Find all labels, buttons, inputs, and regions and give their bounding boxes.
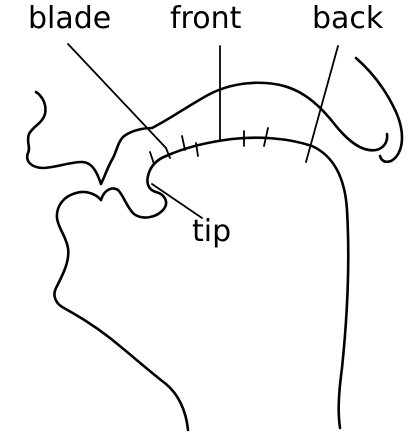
tongue-tick (182, 136, 185, 150)
lower-lip-jaw-outline (54, 192, 188, 430)
tongue-tick (150, 152, 154, 164)
back-pointer-line (306, 46, 338, 162)
blade-label: blade (28, 4, 111, 34)
soft-palate-outline (356, 58, 402, 162)
front-label: front (170, 4, 241, 34)
tip-label: tip (192, 217, 231, 247)
blade-pointer-line (68, 44, 166, 148)
upper-lip-palate-outline (27, 83, 387, 184)
back-label: back (312, 4, 383, 34)
tongue-outline (101, 138, 348, 428)
